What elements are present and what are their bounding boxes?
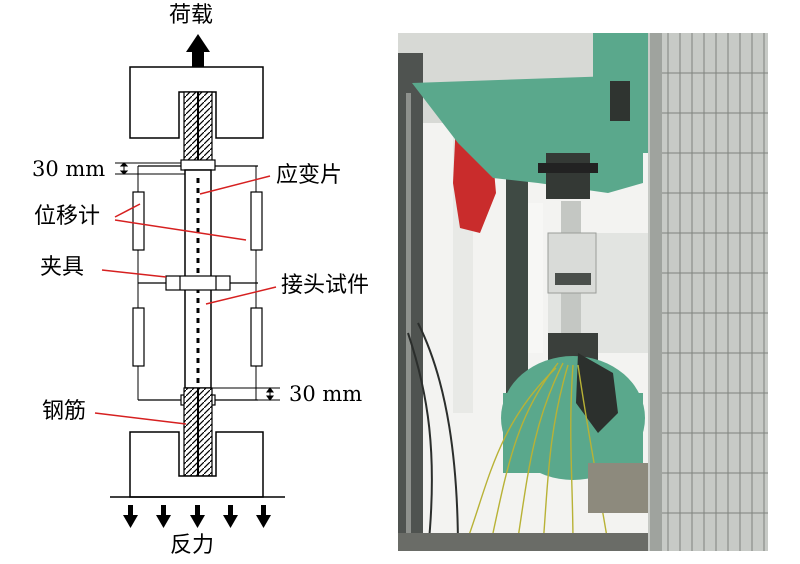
displacement-meters (132, 191, 263, 367)
top-clamp-block (129, 66, 264, 139)
top-dimension (115, 162, 186, 175)
reaction-label: 反力 (170, 533, 215, 558)
fixture-label: 夹具 (40, 255, 85, 280)
leader-lines (94, 175, 277, 425)
top-mounting-plate (138, 159, 258, 171)
reaction-arrows (123, 505, 271, 528)
bottom-dimension-label: 30 mm (289, 382, 363, 406)
splice-specimen-label: 接头试件 (281, 273, 370, 298)
bottom-clamp-block (110, 431, 285, 498)
displacement-meter-label: 位移计 (34, 204, 101, 229)
strain-gauge-label: 应变片 (276, 163, 343, 188)
fixture-clamp (138, 275, 258, 291)
load-label: 荷载 (169, 3, 214, 28)
top-dimension-label: 30 mm (32, 157, 106, 181)
test-machine-photo (398, 33, 768, 551)
test-setup-schematic (94, 34, 285, 528)
top-rebar (183, 91, 213, 168)
bottom-rebar (183, 387, 213, 477)
bottom-dimension (211, 387, 280, 401)
rebar-label: 钢筋 (42, 399, 87, 424)
